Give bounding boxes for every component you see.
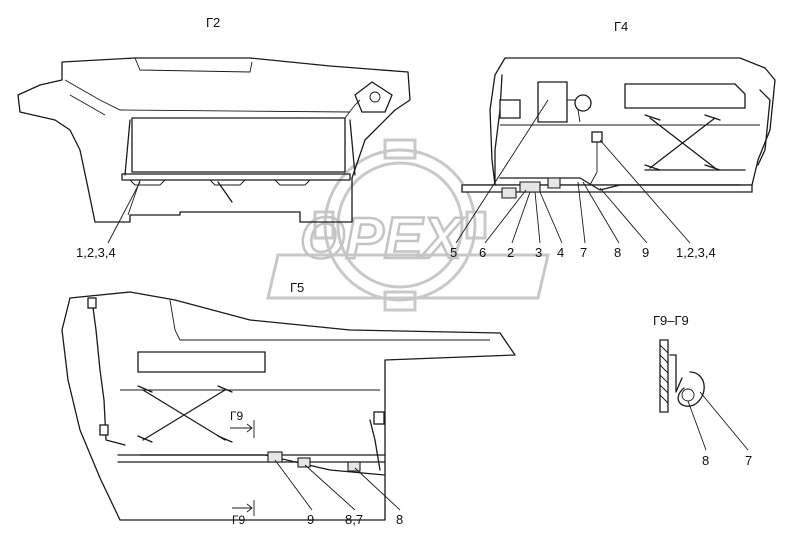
view-arrow-g9-top: Г9 [230,409,243,423]
leaders-v4 [687,391,749,451]
watermark-logo: OPEX [266,138,550,312]
callout-v2-3: 3 [535,245,542,260]
watermark-text: OPEX [300,206,464,271]
section-arrow-bottom [232,500,255,516]
view-label-g4: Г4 [614,19,628,34]
callout-v2-2: 2 [507,245,514,260]
callout-v4-8: 8 [702,453,709,468]
view-label-g5: Г5 [290,280,304,295]
view-label-g2: Г2 [206,15,220,30]
callout-v2-9: 9 [642,245,649,260]
callout-v3-9: 9 [307,512,314,527]
callout-v4-7: 7 [745,453,752,468]
callout-v3-8: 8 [396,512,403,527]
view-g4 [461,57,776,199]
view-g2 [17,57,411,223]
leader-v1-parts [107,181,141,244]
callout-v2-8: 8 [614,245,621,260]
view-arrow-g9-bottom: Г9 [232,513,245,527]
section-g9 [659,339,705,413]
callout-v2-5: 5 [450,245,457,260]
callout-v3-87: 8,7 [345,512,363,527]
leaders-v2 [455,99,691,244]
callout-v2-7: 7 [580,245,587,260]
callout-v2-parts: 1,2,3,4 [676,245,716,260]
callout-v2-6: 6 [479,245,486,260]
callout-v2-4: 4 [557,245,564,260]
view-g5 [61,291,516,521]
callout-v1-parts: 1,2,3,4 [76,245,116,260]
section-arrow-top [230,420,255,438]
section-label-g9: Г9–Г9 [653,313,689,328]
leaders-v3 [274,459,401,511]
